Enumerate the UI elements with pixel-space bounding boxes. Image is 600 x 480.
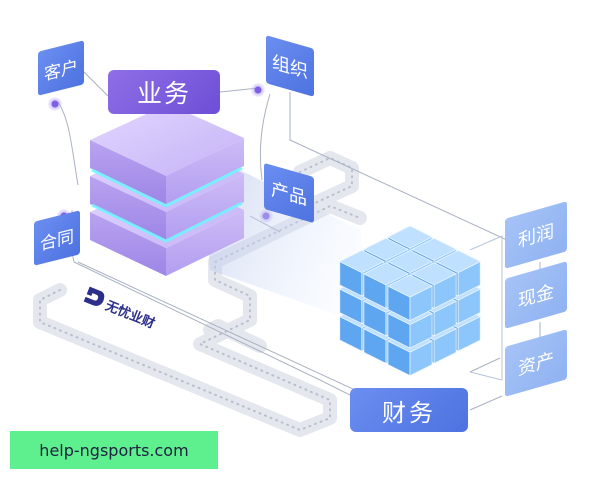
side-bracket-lines bbox=[469, 235, 503, 381]
finance-cube-face bbox=[387, 225, 433, 249]
tag-finance-label: 财务 bbox=[382, 398, 436, 427]
finance-cube-face bbox=[338, 250, 385, 274]
brand-mark-icon bbox=[83, 286, 105, 306]
finance-cube-face bbox=[362, 262, 409, 286]
finance-cube-face bbox=[387, 250, 433, 274]
tag-business-label: 业务 bbox=[136, 79, 191, 108]
brand-logo: 无忧业财 bbox=[73, 281, 171, 352]
tag-business: 业务 bbox=[108, 70, 220, 114]
tag-contract-label: 合同 bbox=[40, 226, 74, 255]
tag-organization-label: 组织 bbox=[272, 51, 308, 84]
finance-cube-face bbox=[362, 237, 409, 261]
finance-cube-cluster bbox=[338, 225, 482, 377]
finance-cube bbox=[387, 274, 433, 322]
tag-profit-label: 利润 bbox=[518, 220, 554, 253]
finance-cube-face bbox=[387, 274, 433, 298]
data-beam bbox=[200, 150, 380, 330]
tag-product-label: 产品 bbox=[271, 178, 307, 211]
watermark-banner: help-ngsports.com bbox=[10, 431, 218, 469]
finance-cube-face bbox=[411, 237, 458, 261]
tag-cash-label: 现金 bbox=[518, 280, 554, 313]
finance-cube-face bbox=[411, 262, 458, 286]
tag-finance: 财务 bbox=[350, 388, 468, 432]
business-stack bbox=[90, 104, 244, 276]
finance-cube-face bbox=[435, 250, 482, 274]
watermark-text: help-ngsports.com bbox=[39, 440, 189, 460]
tag-customer-label: 客户 bbox=[44, 56, 78, 85]
tag-assets-label: 资产 bbox=[518, 348, 554, 381]
